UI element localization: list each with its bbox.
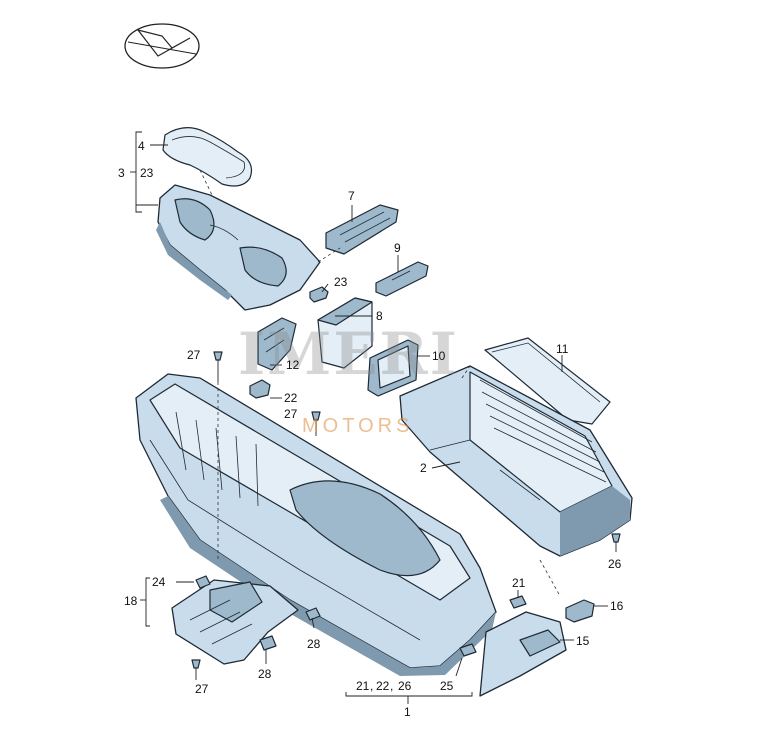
callout-15: 15: [576, 634, 590, 648]
callout-7: 7: [348, 189, 355, 203]
screws: [191, 351, 621, 680]
alignment-lines: [199, 169, 561, 597]
svg-text:MOTORS: MOTORS: [302, 415, 413, 437]
callout-21b: 21: [356, 679, 370, 693]
callout-2: 2: [420, 461, 427, 475]
callout-labels: 4 3 23 7 9 23 8 27 10 11 12 22 27 2 26 2…: [118, 139, 624, 719]
callout-26b: 26: [398, 679, 412, 693]
callout-27a: 27: [187, 348, 201, 362]
part-23-clip: [309, 286, 329, 303]
callout-21a: 21: [512, 576, 526, 590]
callout-3: 3: [118, 166, 125, 180]
part-12-bracket: [257, 317, 297, 371]
part-11-lid: [484, 337, 611, 425]
part-22-connector: [249, 379, 271, 399]
callout-1: 1: [404, 705, 411, 719]
callout-9: 9: [394, 241, 401, 255]
callout-23a: 23: [140, 166, 154, 180]
callout-4: 4: [138, 139, 145, 153]
callout-18: 18: [124, 594, 138, 608]
callout-16: 16: [610, 599, 624, 613]
part-2-support-frame: [399, 365, 633, 557]
callout-11: 11: [556, 342, 569, 356]
callout-12: 12: [286, 358, 300, 372]
leader-lines: [130, 131, 608, 704]
callout-8: 8: [376, 309, 383, 323]
small-clips: [195, 575, 527, 657]
part-8-cover: [317, 297, 373, 369]
part-16-socket: [565, 599, 595, 623]
cupholder-mat: [162, 127, 253, 187]
part-9-usb-module: [375, 261, 429, 297]
callout-23b: 23: [334, 275, 348, 289]
part-10-pad: [367, 339, 419, 397]
callout-24: 24: [152, 575, 166, 589]
callout-28a: 28: [307, 637, 321, 651]
callout-28b: 28: [258, 667, 272, 681]
watermark: IMERI MOTORS: [238, 320, 459, 437]
callout-26a: 26: [608, 557, 622, 571]
callout-27b: 27: [284, 407, 298, 421]
callout-10: 10: [432, 349, 446, 363]
brand-logo-icon: [124, 23, 200, 69]
part-18-rear-bracket: [171, 579, 299, 665]
callout-27c: 27: [195, 682, 209, 696]
part-1-console-body: [135, 373, 497, 676]
callout-comma2: ,: [390, 679, 393, 693]
part-15-trim-cover: [479, 611, 567, 697]
callout-22b: 22: [376, 679, 390, 693]
callout-22: 22: [284, 391, 298, 405]
callout-comma1: ,: [370, 679, 373, 693]
callout-25: 25: [440, 679, 454, 693]
cupholder-tray: [156, 184, 321, 311]
svg-text:IMERI: IMERI: [238, 320, 459, 388]
part-7-switch-panel: [325, 204, 399, 255]
